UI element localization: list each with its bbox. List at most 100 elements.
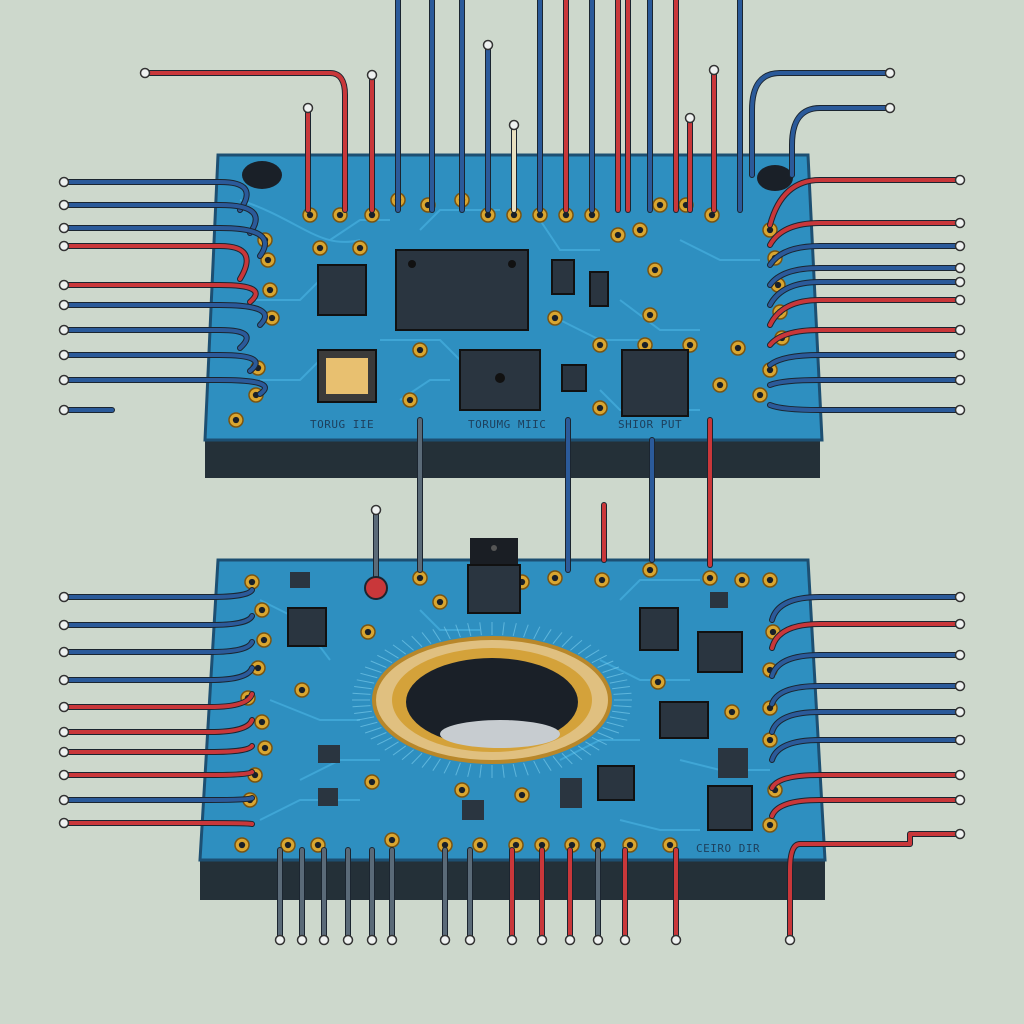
wire-tip <box>536 934 548 946</box>
wire-tip <box>884 102 896 114</box>
ring-trace <box>411 752 423 765</box>
ring-trace <box>585 649 600 659</box>
pad-hole <box>654 678 662 686</box>
wire-tip <box>954 680 966 692</box>
wire-tip <box>274 934 286 946</box>
ring-trace <box>512 623 517 637</box>
chip-small <box>707 785 753 831</box>
wire-tip <box>506 934 518 946</box>
wire-tip <box>954 349 966 361</box>
pad-hole <box>756 391 764 399</box>
bottom-board: CEIRO DIR <box>198 538 827 900</box>
wire-tip <box>954 794 966 806</box>
ring-trace <box>561 635 573 648</box>
ring-trace <box>384 649 399 659</box>
wire <box>768 266 962 287</box>
ring-trace <box>354 710 372 715</box>
ring-trace <box>502 622 505 636</box>
pad-hole <box>406 396 414 404</box>
wire <box>62 303 267 327</box>
pad-hole <box>646 311 654 319</box>
wire-tip <box>684 112 696 124</box>
pad-hole <box>766 366 774 374</box>
ring-trace <box>585 741 600 751</box>
pad-hole <box>476 841 484 849</box>
wire-tip <box>58 279 70 291</box>
ring-trace <box>552 755 563 768</box>
pad-hole <box>254 664 262 672</box>
wire-tip <box>954 240 966 252</box>
ring-trace <box>370 660 387 668</box>
ring-trace <box>613 705 632 708</box>
ring-trace <box>479 764 482 778</box>
wire <box>770 622 962 650</box>
mount-hole <box>757 165 793 191</box>
pad-hole <box>484 211 492 219</box>
ring-trace <box>370 732 387 740</box>
pad-hole <box>708 211 716 219</box>
chip-tiny <box>589 271 609 307</box>
trace <box>380 339 461 361</box>
trace <box>679 239 760 261</box>
top-board: TORUG IIE TORUMG MIIC SHIOR PUT <box>203 153 824 478</box>
wire-tip <box>58 646 70 658</box>
ring-trace <box>467 763 472 777</box>
pad-hole <box>728 708 736 716</box>
pad-hole <box>636 226 644 234</box>
pad-hole <box>284 841 292 849</box>
pad-hole <box>266 286 274 294</box>
ring-trace <box>352 705 371 708</box>
ring-trace <box>523 624 529 638</box>
ring-trace <box>360 721 378 728</box>
wire-tip <box>954 324 966 336</box>
wire-tip <box>139 67 151 79</box>
wire-tip <box>592 934 604 946</box>
wire-tip <box>954 828 966 840</box>
wire-tip <box>58 374 70 386</box>
pad-hole <box>416 574 424 582</box>
wire-tip <box>954 217 966 229</box>
pad-hole <box>238 841 246 849</box>
chip-tiny <box>290 572 310 588</box>
ring-trace <box>392 644 407 655</box>
pad-hole <box>596 341 604 349</box>
pad-hole <box>416 346 424 354</box>
ring-trace <box>602 666 620 674</box>
ring-trace <box>432 629 441 642</box>
pad-hole <box>568 841 576 849</box>
trace <box>260 359 321 381</box>
ring-trace <box>360 672 378 679</box>
regulator-chip <box>467 538 521 614</box>
wire-tip <box>370 504 382 516</box>
ring-trace <box>577 644 592 655</box>
pad-hole <box>441 841 449 849</box>
ring-trace <box>443 626 451 640</box>
wire-tip <box>508 119 520 131</box>
pad-hole <box>706 574 714 582</box>
pad-hole <box>769 628 777 636</box>
pad-hole <box>368 778 376 786</box>
pad-hole <box>666 841 674 849</box>
ring-trace <box>543 758 552 771</box>
pad-hole <box>298 686 306 694</box>
wire <box>788 832 962 942</box>
wire-tip <box>58 794 70 806</box>
wire-tip <box>58 817 70 829</box>
chip-square <box>459 349 541 411</box>
board-label: CEIRO DIR <box>696 842 760 855</box>
trace <box>539 219 600 251</box>
wire <box>790 106 892 177</box>
pad-hole <box>551 574 559 582</box>
wire-tip <box>619 934 631 946</box>
connector-bead <box>364 576 388 600</box>
trace <box>419 609 480 631</box>
pad-hole <box>258 606 266 614</box>
ring-trace <box>602 726 620 734</box>
ring-trace <box>502 764 505 778</box>
ring-trace <box>543 629 552 642</box>
wire <box>768 280 962 307</box>
pad-hole <box>774 281 782 289</box>
ring-trace <box>613 692 632 695</box>
pad-hole <box>368 211 376 219</box>
